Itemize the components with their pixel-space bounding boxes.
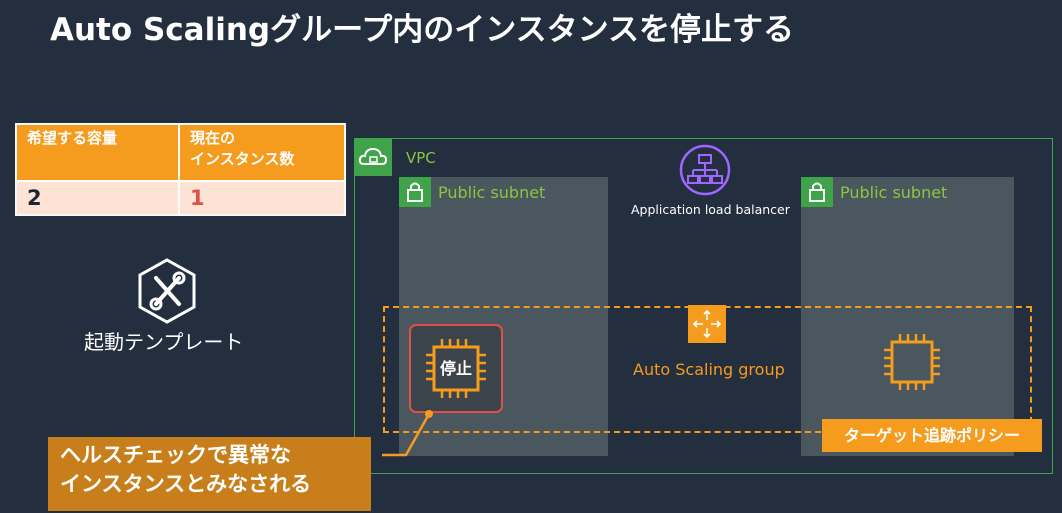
- subnet-label: Public subnet: [438, 183, 546, 202]
- desired-capacity-value: 2: [17, 182, 178, 214]
- public-subnet-2: [801, 177, 1014, 456]
- lock-icon: [801, 177, 833, 207]
- tools-hexagon-icon: [138, 258, 196, 324]
- page-title: Auto Scalingグループ内のインスタンスを停止する: [50, 12, 795, 48]
- desired-capacity-header: 希望する容量: [17, 125, 178, 180]
- launch-template-label: 起動テンプレート: [84, 330, 244, 354]
- health-check-callout: ヘルスチェックで異常な インスタンスとみなされる: [48, 437, 371, 511]
- cloud-lock-icon: [354, 138, 392, 176]
- auto-scaling-group-label: Auto Scaling group: [633, 360, 785, 379]
- vpc-boundary: [354, 138, 1053, 474]
- chip-icon: [884, 334, 940, 390]
- vpc-label: VPC: [406, 149, 436, 167]
- stopped-instance-label: 停止: [439, 359, 472, 378]
- subnet-label: Public subnet: [840, 183, 948, 202]
- auto-scaling-arrows-icon: [688, 305, 726, 343]
- network-tree-icon: [679, 144, 731, 196]
- target-tracking-policy-label: ターゲット追跡ポリシー: [822, 419, 1042, 452]
- current-instances-value: 1: [180, 182, 344, 214]
- current-instances-header: 現在の インスタンス数: [180, 125, 344, 180]
- chip-icon: [426, 339, 486, 398]
- stopped-instance-frame: [409, 324, 503, 413]
- load-balancer-label: Application load balancer: [631, 202, 790, 217]
- lock-icon: [399, 177, 431, 207]
- capacity-table: 希望する容量 現在の インスタンス数 2 1: [15, 123, 346, 216]
